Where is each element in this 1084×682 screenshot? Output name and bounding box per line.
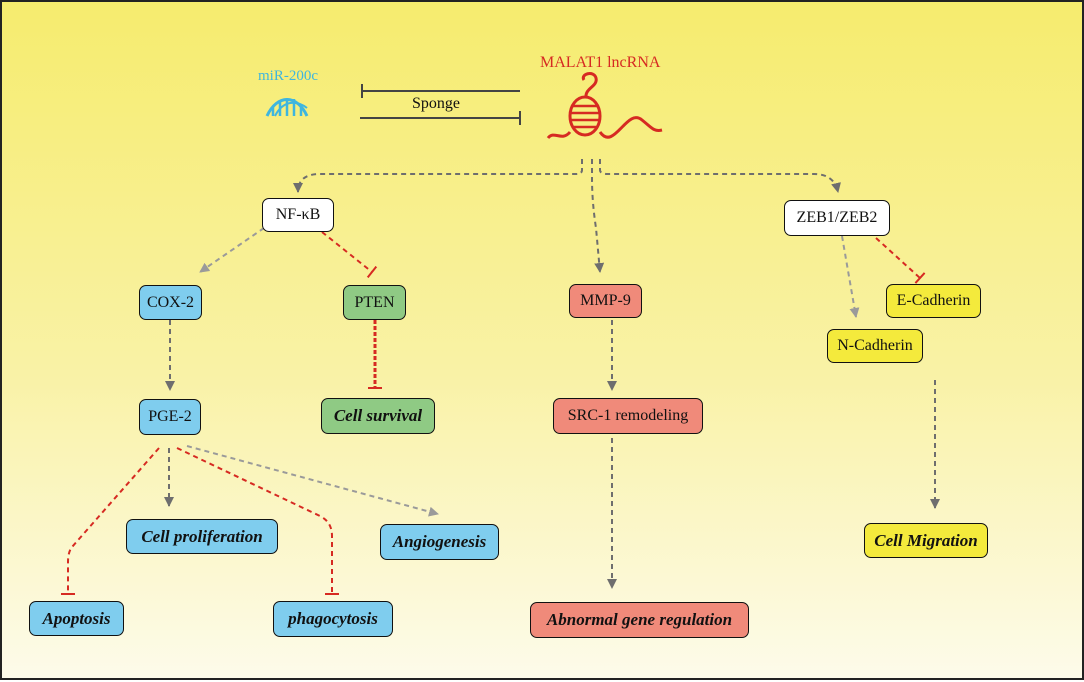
n-cadherin-node: N-Cadherin	[827, 329, 923, 363]
arrow-malat1-to-zeb	[599, 159, 841, 193]
angiogenesis-node: Angiogenesis	[380, 524, 499, 560]
pge2-node: PGE-2	[139, 399, 201, 435]
phagocytosis-node: phagocytosis	[273, 601, 393, 637]
inhibit-pge2-to-apoptosis	[61, 447, 160, 595]
pten-node: PTEN	[343, 285, 406, 320]
sponge-label: Sponge	[412, 95, 460, 112]
cox2-node: COX-2	[139, 285, 202, 320]
arrow-malat1-to-mmp9	[591, 159, 605, 273]
inhibit-zeb-to-e-cadherin	[875, 237, 926, 284]
cell-survival-node: Cell survival	[321, 398, 435, 434]
inhibit-pge2-to-phagocytosis	[176, 447, 339, 595]
arrow-zeb-to-n-cadherin	[841, 235, 860, 318]
dna-helix-icon	[265, 98, 309, 117]
cell-migration-node: Cell Migration	[864, 523, 988, 558]
mirna-label: miR-200c	[258, 68, 318, 84]
apoptosis-node: Apoptosis	[29, 601, 124, 636]
arrow-malat1-to-nfkb	[293, 159, 583, 193]
zeb-node: ZEB1/ZEB2	[784, 200, 890, 236]
inhibit-nfkb-to-pten	[321, 231, 378, 279]
abnormal-gene-regulation-node: Abnormal gene regulation	[530, 602, 749, 638]
cell-proliferation-node: Cell proliferation	[126, 519, 278, 554]
nfkb-node: NF-κB	[262, 198, 334, 232]
e-cadherin-node: E-Cadherin	[886, 284, 981, 318]
src1-node: SRC-1 remodeling	[553, 398, 703, 434]
lncrna-label: MALAT1 lncRNA	[540, 54, 661, 71]
mmp9-node: MMP-9	[569, 284, 642, 318]
arrow-nfkb-to-cox2	[199, 227, 265, 273]
lncrna-hairpin-icon	[546, 72, 663, 140]
arrow-pge2-to-angiogenesis	[186, 445, 439, 517]
